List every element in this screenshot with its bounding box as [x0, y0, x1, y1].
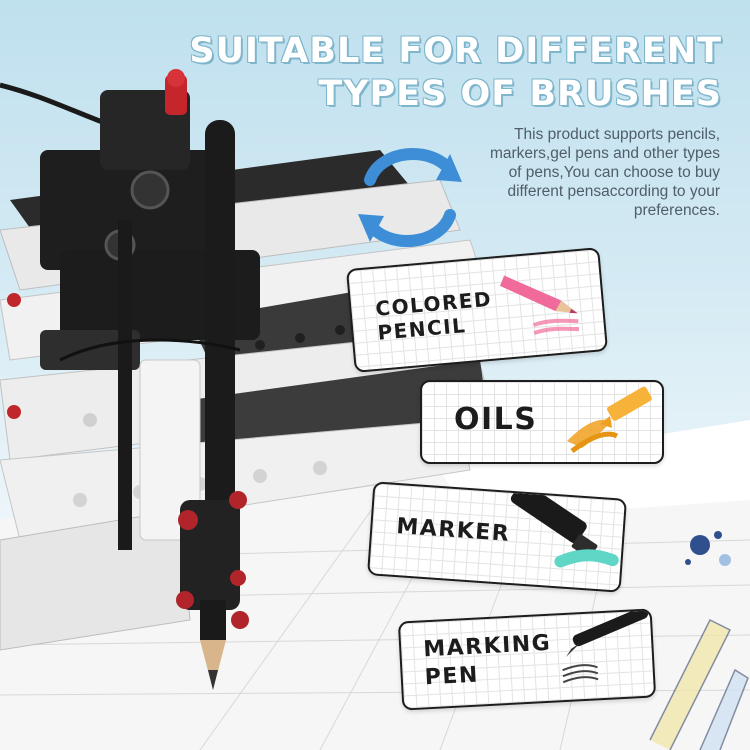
- marker-sketch-decoration: [649, 618, 749, 750]
- card-colored-pencil-label: COLORED PENCIL: [374, 286, 494, 345]
- colored-pencil-icon: [499, 275, 580, 335]
- ink-splash-decoration: [685, 531, 731, 566]
- card-marker-label: MARKER: [395, 513, 511, 547]
- headline: SUITABLE FOR DIFFERENT TYPES OF BRUSHES: [189, 30, 722, 116]
- card-oils: OILS: [420, 380, 664, 464]
- card-oils-label: OILS: [454, 402, 538, 437]
- headline-line-2: TYPES OF BRUSHES: [318, 74, 722, 114]
- description-text: This product supports pencils, markers,g…: [489, 126, 720, 219]
- rotate-arrows-icon: [358, 148, 462, 247]
- marker-icon: [510, 492, 619, 568]
- oil-pastel-icon: [567, 386, 652, 454]
- card-marking-pen: MARKING PEN: [397, 608, 657, 711]
- headline-line-1: SUITABLE FOR DIFFERENT: [189, 31, 722, 71]
- card-colored-pencil: COLORED PENCIL: [345, 247, 609, 373]
- card-marker: MARKER: [367, 481, 627, 593]
- marking-pen-icon: [562, 610, 649, 684]
